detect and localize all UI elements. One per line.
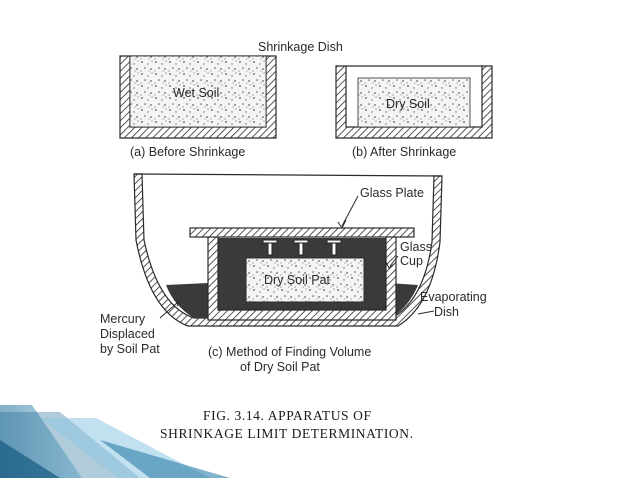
evaporating-dish-label-line1: Evaporating [420, 290, 487, 304]
mercury-label-line2: Displaced [100, 327, 155, 341]
after-shrinkage-caption: (b) After Shrinkage [352, 145, 456, 159]
figure-caption-line1: FIG. 3.14. APPARATUS OF [203, 408, 372, 423]
before-shrinkage-caption: (a) Before Shrinkage [130, 145, 245, 159]
wet-soil-dish [119, 55, 277, 139]
figure-caption-line2: SHRINKAGE LIMIT DETERMINATION. [160, 426, 414, 441]
glass-cup-label-line1: Glass [400, 240, 432, 254]
evaporating-dish-label-line2: Dish [434, 305, 459, 319]
dry-soil-pat [245, 257, 365, 303]
method-caption-line1: (c) Method of Finding Volume [208, 345, 371, 359]
leader-lines [159, 195, 435, 319]
glass-plate-label: Glass Plate [360, 186, 424, 200]
mercury-label-line3: by Soil Pat [100, 342, 160, 356]
dry-soil-label: Dry Soil [386, 97, 430, 111]
slide-accent [0, 405, 230, 478]
glass-plate-prongs [262, 239, 342, 256]
shrinkage-dish-label: Shrinkage Dish [258, 40, 343, 54]
dry-soil-pat-label: Dry Soil Pat [264, 273, 331, 287]
dry-soil-dish [335, 65, 493, 139]
wet-soil-label: Wet Soil [173, 86, 219, 100]
mercury-label-line1: Mercury [100, 312, 146, 326]
evaporating-dish [133, 173, 443, 327]
method-caption-line2: of Dry Soil Pat [240, 360, 320, 374]
glass-cup-label-line2: Cup [400, 254, 423, 268]
glass-plate [189, 227, 415, 238]
